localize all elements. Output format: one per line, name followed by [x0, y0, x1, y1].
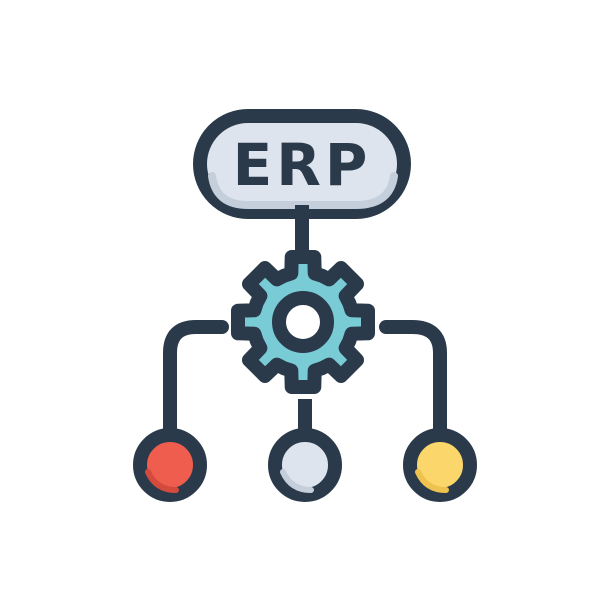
erp-badge-label: ERP — [233, 131, 372, 199]
gear-hole — [272, 291, 334, 353]
node-center — [268, 428, 342, 502]
gear-icon — [231, 250, 375, 394]
erp-badge: ERP — [193, 109, 411, 219]
connector-left — [163, 320, 229, 435]
connector-right — [379, 320, 447, 435]
node-left — [133, 428, 207, 502]
node-right — [403, 428, 477, 502]
